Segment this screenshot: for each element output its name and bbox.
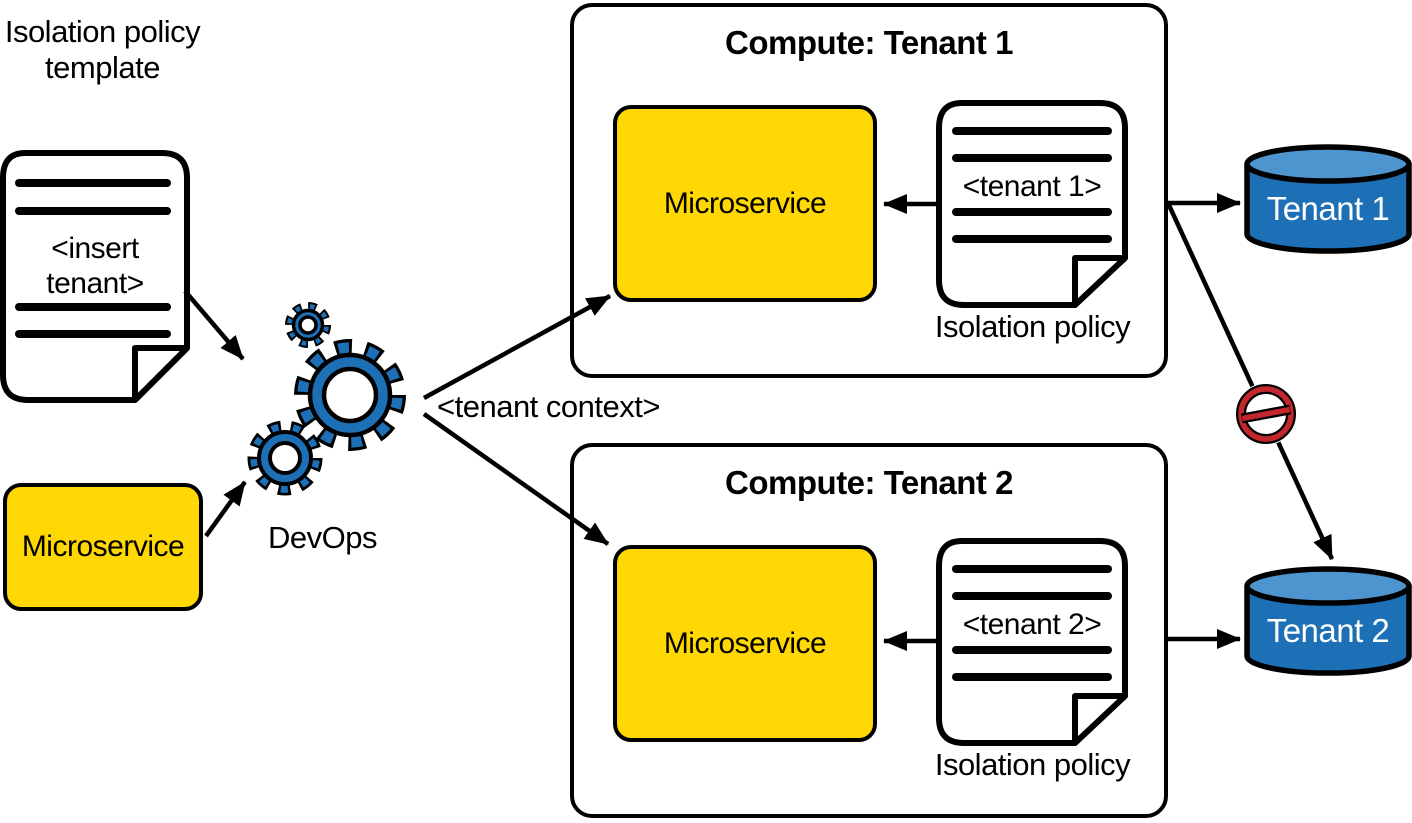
tenant2-microservice-box: Microservice [613, 545, 877, 742]
template-doc-text-line1: <insert [51, 232, 140, 265]
caption-line-2: template [45, 49, 160, 85]
doc-text-lines [952, 127, 1112, 243]
source-microservice-box: Microservice [3, 483, 203, 611]
compute-tenant2-title: Compute: Tenant 2 [725, 464, 1013, 501]
dog-ear-fold [1072, 255, 1128, 308]
prohibition-icon [1235, 383, 1297, 445]
template-doc-text-line2: tenant> [46, 267, 143, 300]
tenant1-isolation-policy-label: Isolation policy [934, 309, 1131, 344]
doc-text-lines [15, 179, 171, 338]
medium-gear [247, 420, 323, 496]
tenant2-database-cylinder: Tenant 2 [1244, 566, 1412, 676]
document-outline [936, 100, 1128, 308]
source-microservice-label: Microservice [21, 530, 185, 563]
cylinder-body [1244, 586, 1412, 676]
tenant1-microservice-box: Microservice [613, 105, 877, 302]
isolation-policy-template-caption: Isolation policy template [0, 14, 210, 85]
tenant2-policy-document-icon: <tenant 2> [936, 538, 1128, 746]
large-gear [294, 339, 406, 451]
dog-ear-fold [1072, 693, 1128, 746]
devops-label: DevOps [268, 520, 377, 555]
cylinder-top [1244, 144, 1412, 184]
devops-gears-icon [247, 302, 406, 496]
doc-text-lines [952, 565, 1112, 681]
tenant1-database-cylinder: Tenant 1 [1244, 144, 1412, 254]
tenant1-policy-document-icon: <tenant 1> [936, 100, 1128, 308]
tenant-context-label: <tenant context> [437, 389, 660, 424]
tenant1-microservice-label: Microservice [663, 186, 827, 220]
document-outline [936, 538, 1128, 746]
tenant1-doc-text: <tenant 1> [963, 170, 1101, 203]
tenant1-db-label: Tenant 1 [1267, 190, 1390, 227]
tenant2-isolation-policy-label: Isolation policy [934, 747, 1131, 782]
caption-line-1: Isolation policy [4, 14, 201, 49]
arrow-compute1-to-tenant2-db-blocked [1165, 202, 1335, 560]
cylinder-top [1244, 566, 1412, 606]
tenant2-db-label: Tenant 2 [1267, 612, 1390, 649]
isolation-policy-template-document-icon: <insert tenant> [0, 150, 190, 403]
dog-ear-fold [132, 345, 190, 403]
compute-tenant1-title: Compute: Tenant 1 [725, 24, 1013, 61]
tenant2-doc-text: <tenant 2> [963, 608, 1101, 641]
tenant2-microservice-label: Microservice [663, 626, 827, 660]
small-gear [285, 302, 331, 348]
